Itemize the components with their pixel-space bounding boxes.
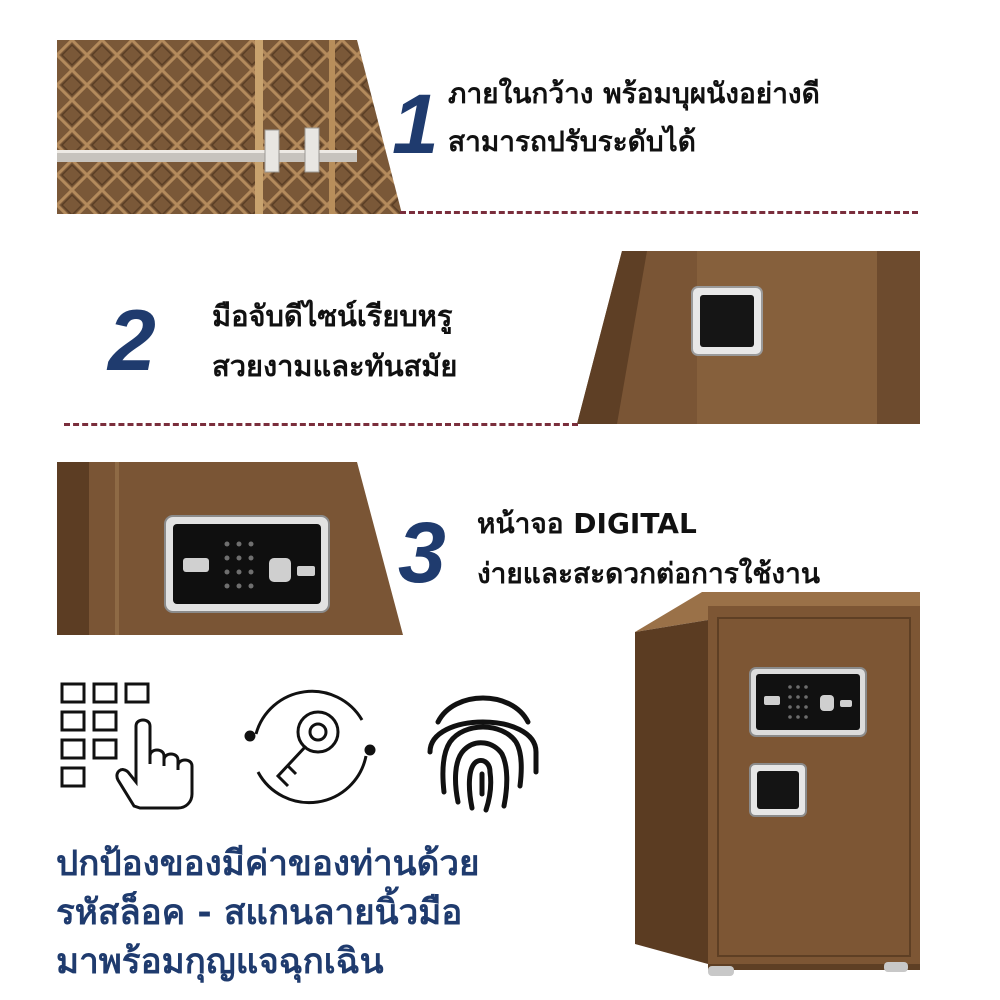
feature-number-1: 1 [392, 77, 439, 171]
feature-number-2: 2 [108, 293, 156, 389]
feature-3-line2: ง่ายและสะดวกต่อการใช้งาน [477, 557, 820, 590]
feature-number-3: 3 [398, 505, 446, 601]
divider-1 [400, 211, 918, 214]
feature-2-line2: สวยงามและทันสมัย [212, 349, 458, 383]
bottom-text-line2: รหัสล็อค - สแกนลายนิ้วมือ [56, 893, 463, 933]
divider-2 [64, 423, 578, 426]
handle-closeup-image [577, 251, 920, 424]
keypad-touch-icon [60, 682, 200, 812]
fingerprint-icon [420, 682, 546, 814]
key-icon [236, 684, 380, 812]
safe-product-image [630, 592, 930, 982]
digital-panel-image [57, 462, 403, 635]
feature-3-line1: หน้าจอ DIGITAL [477, 507, 697, 540]
bottom-text-line3: มาพร้อมกุญแจฉุกเฉิน [56, 942, 384, 982]
feature-1-line2: สามารถปรับระดับได้ [448, 125, 696, 158]
interior-lining-image [57, 40, 402, 214]
feature-1-line1: ภายในกว้าง พร้อมบุผนังอย่างดี [448, 77, 820, 110]
feature-2-line1: มือจับดีไซน์เรียบหรู [212, 299, 453, 333]
bottom-text-line1: ปกป้องของมีค่าของท่านด้วย [56, 844, 480, 884]
